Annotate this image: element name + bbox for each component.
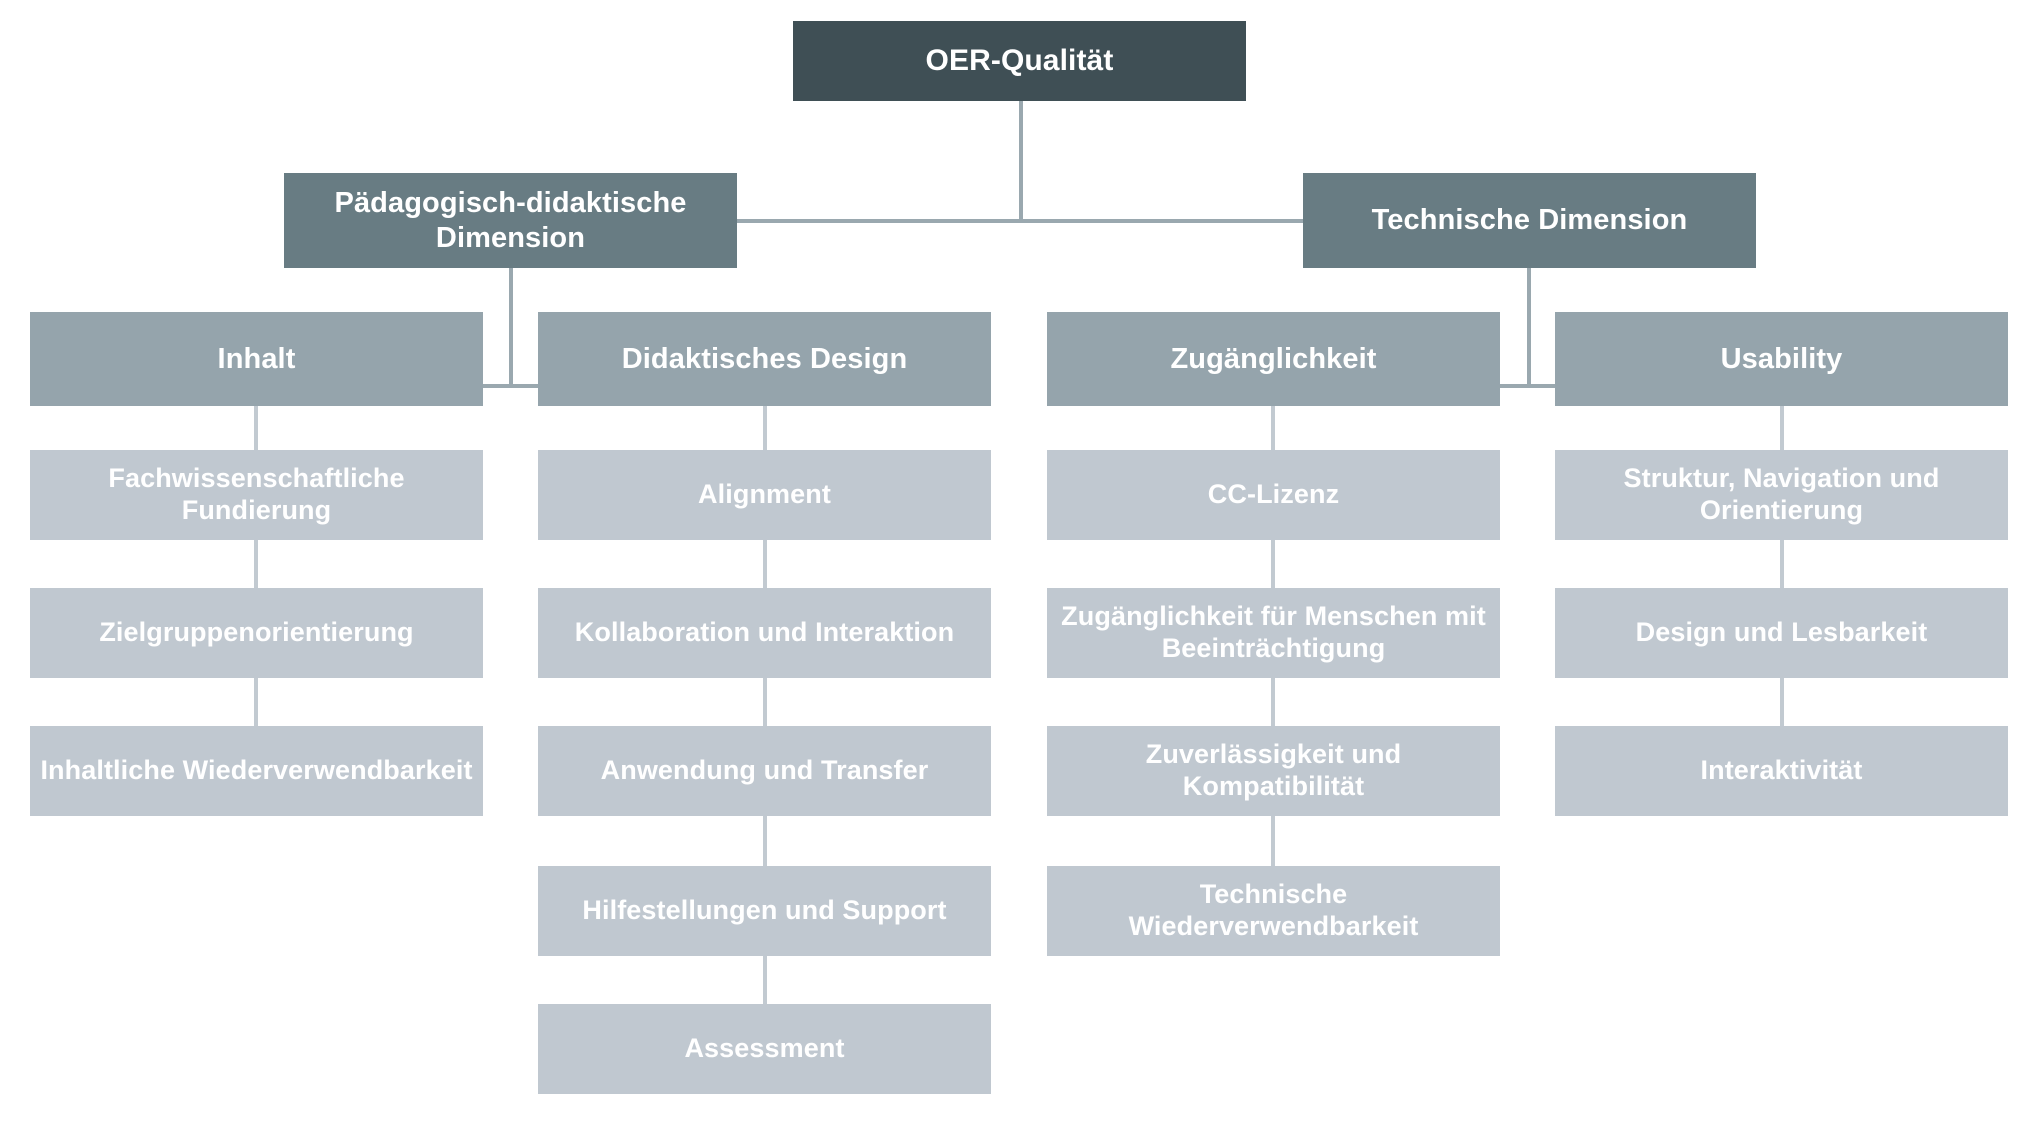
node-label: Technische Wiederverwendbarkeit (1128, 879, 1419, 941)
connector-dimensions-horizontal (735, 219, 1305, 223)
connector-left-dimension-vertical (509, 268, 513, 388)
node-criterion-interaktivitaet[interactable]: Interaktivität (1555, 726, 2008, 816)
node-label: Inhalt (217, 342, 296, 375)
node-category-didaktisches-design[interactable]: Didaktisches Design (538, 312, 991, 406)
node-criterion-inhaltliche-wiederverwendbarkeit[interactable]: Inhaltliche Wiederverwendbarkeit (30, 726, 483, 816)
node-label: Anwendung und Transfer (600, 755, 929, 786)
node-label: Hilfestellungen und Support (582, 895, 947, 926)
node-category-zugaenglichkeit[interactable]: Zugänglichkeit (1047, 312, 1500, 406)
node-label: Didaktisches Design (621, 342, 908, 375)
node-label: Interaktivität (1700, 755, 1863, 786)
node-label: Zugänglichkeit (1170, 342, 1377, 375)
node-label: Fachwissenschaftliche Fundierung (108, 463, 405, 525)
connector-column-inhalt (254, 406, 258, 726)
node-criterion-anwendung-und-transfer[interactable]: Anwendung und Transfer (538, 726, 991, 816)
node-label: CC-Lizenz (1207, 479, 1340, 510)
node-label: Zugänglichkeit für Menschen mit Beeinträ… (1061, 601, 1486, 663)
node-label: Struktur, Navigation und Orientierung (1623, 463, 1940, 525)
node-label: Zielgruppenorientierung (99, 617, 414, 648)
node-criterion-zielgruppenorientierung[interactable]: Zielgruppenorientierung (30, 588, 483, 678)
connector-root-vertical (1019, 100, 1023, 222)
connector-column-didaktisches-design (763, 406, 767, 1006)
node-criterion-fachwissenschaftliche-fundierung[interactable]: Fachwissenschaftliche Fundierung (30, 450, 483, 540)
node-criterion-assessment[interactable]: Assessment (538, 1004, 991, 1094)
node-label: OER-Qualität (925, 44, 1114, 78)
node-label: Assessment (684, 1033, 845, 1064)
node-criterion-alignment[interactable]: Alignment (538, 450, 991, 540)
connector-left-dimension-horizontal (256, 384, 766, 388)
node-label: Design und Lesbarkeit (1635, 617, 1928, 648)
node-label: Inhaltliche Wiederverwendbarkeit (40, 755, 473, 786)
node-label: Technische Dimension (1371, 204, 1688, 237)
node-label: Zuverlässigkeit und Kompatibilität (1145, 739, 1402, 801)
node-criterion-hilfestellungen-und-support[interactable]: Hilfestellungen und Support (538, 866, 991, 956)
node-label: Usability (1720, 342, 1843, 375)
node-criterion-kollaboration-und-interaktion[interactable]: Kollaboration und Interaktion (538, 588, 991, 678)
node-root-oer-qualitaet[interactable]: OER-Qualität (793, 21, 1246, 101)
node-dimension-technisch[interactable]: Technische Dimension (1303, 173, 1756, 268)
node-category-inhalt[interactable]: Inhalt (30, 312, 483, 406)
connector-right-dimension-vertical (1527, 268, 1531, 388)
node-label: Kollaboration und Interaktion (574, 617, 955, 648)
node-label: Alignment (698, 479, 831, 510)
node-dimension-paedagogisch-didaktisch[interactable]: Pädagogisch-didaktische Dimension (284, 173, 737, 268)
connector-right-dimension-horizontal (1274, 384, 1784, 388)
node-criterion-zugaenglichkeit-beeintraechtigung[interactable]: Zugänglichkeit für Menschen mit Beeinträ… (1047, 588, 1500, 678)
node-category-usability[interactable]: Usability (1555, 312, 2008, 406)
node-criterion-zuverlaessigkeit-und-kompatibilitaet[interactable]: Zuverlässigkeit und Kompatibilität (1047, 726, 1500, 816)
connector-column-usability (1780, 406, 1784, 726)
node-criterion-struktur-navigation-orientierung[interactable]: Struktur, Navigation und Orientierung (1555, 450, 2008, 540)
node-criterion-cc-lizenz[interactable]: CC-Lizenz (1047, 450, 1500, 540)
node-label: Pädagogisch-didaktische Dimension (334, 187, 687, 254)
node-criterion-technische-wiederverwendbarkeit[interactable]: Technische Wiederverwendbarkeit (1047, 866, 1500, 956)
node-criterion-design-und-lesbarkeit[interactable]: Design und Lesbarkeit (1555, 588, 2008, 678)
